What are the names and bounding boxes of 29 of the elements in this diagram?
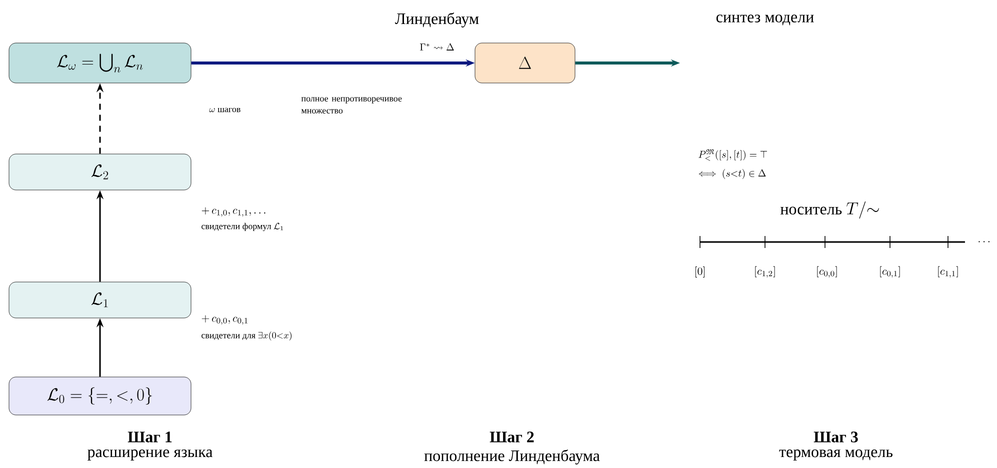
step-caption: пополнение Линденбаума: [424, 450, 600, 464]
delta-box: $\Delta$: [474, 42, 576, 84]
note-text: $+\,c_{0,0}, c_{0,1}$: [202, 315, 248, 325]
step-heading: Шаг 1: [128, 432, 172, 442]
note-text: $\text{свидетели формул } \mathcal{L}_1$: [202, 222, 283, 232]
step-caption: термовая модель: [779, 450, 892, 460]
language-box: $\mathcal{L}_2$: [8, 154, 192, 190]
step-title: синтез модели: [716, 14, 814, 26]
formula-label: $\Gamma^* \leadsto \Delta$: [420, 43, 454, 50]
tick-label: $[0]$: [696, 266, 704, 278]
formula: $\Longleftrightarrow\ (s{<}t) \in \Delta$: [698, 168, 766, 179]
axis-title: $\text{носитель } T/{\sim}$: [780, 201, 879, 219]
formula: $P^{\mathfrak{M}}_{<}([s],[t]) = \top$: [698, 149, 768, 161]
language-box: $\mathcal{L}_1$: [8, 282, 192, 318]
ellipsis: $\cdots$: [978, 241, 990, 242]
step-heading: Шаг 3: [814, 432, 858, 442]
tick-label: $[c_{0,1}]$: [880, 266, 900, 278]
tick-label: $[c_{0,0}]$: [817, 266, 837, 278]
step-title: Линденбаум: [395, 12, 479, 28]
tick-label: $[c_{1,1}]$: [938, 266, 958, 278]
step-caption: расширение языка: [88, 450, 213, 460]
step-heading: Шаг 2: [490, 432, 534, 442]
note-text: $\omega\text{ шагов}$: [209, 108, 240, 112]
language-box: $\mathcal{L}_\omega = \bigcup_n \mathcal{L}_n$: [8, 42, 192, 84]
language-box: $\mathcal{L}_0 = \{=,<,0\}$: [8, 376, 192, 416]
note-text: полное непротиворечивое множество: [301, 97, 402, 114]
tick-label: $[c_{1,2}]$: [755, 266, 775, 278]
note-text: $\text{свидетели для } \exists x(0{<}x)$: [202, 331, 292, 340]
note-text: $+\,c_{1,0}, c_{1,1}, \ldots$: [202, 207, 266, 217]
